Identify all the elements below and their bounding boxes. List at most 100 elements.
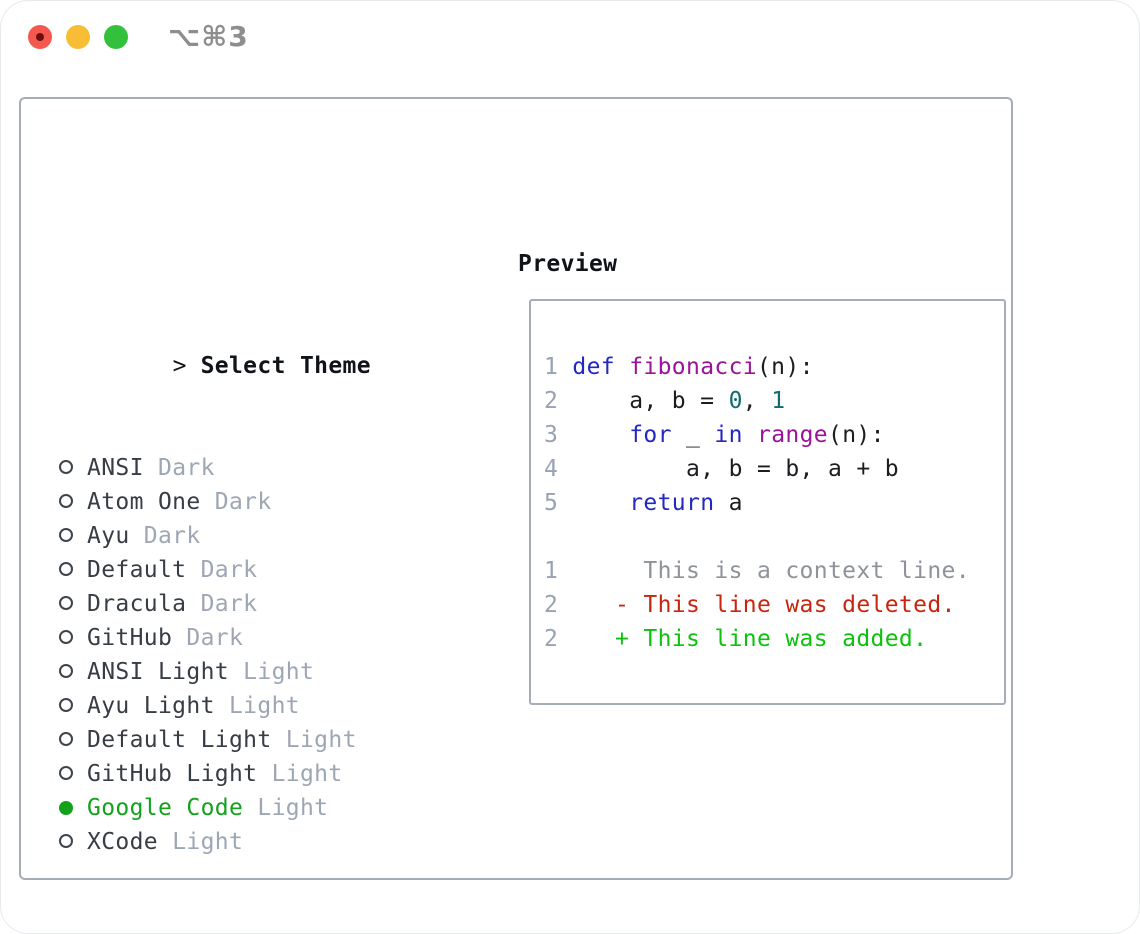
theme-name: Default [87, 557, 187, 583]
radio-dot [59, 766, 73, 780]
code-token: 0 [728, 388, 743, 414]
radio-selected-icon [59, 791, 87, 825]
radio-icon [59, 485, 87, 519]
radio-dot [59, 834, 73, 848]
line-number: 2 [544, 388, 573, 414]
diff-text: This is a context line. [558, 558, 970, 584]
minimize-button[interactable] [66, 25, 90, 49]
radio-dot [59, 630, 73, 644]
select-theme-header: >Select Theme [59, 315, 479, 379]
radio-dot [59, 494, 73, 508]
theme-variant: Dark [186, 591, 258, 617]
theme-name: GitHub [87, 625, 173, 651]
diff-line-context: 1 This is a context line. [544, 554, 1004, 588]
theme-variant: Dark [172, 625, 244, 651]
theme-variant: Dark [143, 455, 215, 481]
code-token: a [714, 490, 743, 516]
radio-dot [59, 460, 73, 474]
radio-dot [59, 562, 73, 576]
theme-option-ayu[interactable]: Ayu Dark [59, 519, 479, 553]
code-token [572, 422, 629, 448]
theme-option-google-code[interactable]: Google Code Light [59, 791, 479, 825]
code-token: def [572, 354, 615, 380]
theme-option-default-light[interactable]: Default Light Light [59, 723, 479, 757]
theme-variant: Light [228, 659, 315, 685]
titlebar: ⌥⌘3 [0, 0, 1140, 74]
zoom-button[interactable] [104, 25, 128, 49]
radio-dot [59, 698, 73, 712]
theme-variant: Light [214, 693, 300, 719]
preview-title: Preview [518, 251, 618, 277]
radio-icon [59, 519, 87, 553]
theme-variant: Light [257, 761, 343, 787]
theme-name: Google Code [87, 795, 244, 821]
code-token [743, 422, 757, 448]
code-token: (n): [828, 422, 885, 448]
theme-option-ayu-light[interactable]: Ayu Light Light [59, 689, 479, 723]
blank-line [544, 520, 1004, 554]
line-number: 1 [544, 354, 573, 380]
line-number: 3 [544, 422, 573, 448]
line-number: 2 [544, 592, 559, 618]
close-dot-icon [36, 33, 44, 41]
code-token [615, 354, 629, 380]
line-number: 1 [544, 558, 559, 584]
code-token: , [742, 388, 772, 414]
line-number: 5 [544, 490, 573, 516]
window-shortcut-label: ⌥⌘3 [168, 20, 249, 53]
theme-option-default[interactable]: Default Dark [59, 553, 479, 587]
code-token: (n): [756, 354, 814, 380]
theme-option-github-light[interactable]: GitHub Light Light [59, 757, 479, 791]
diff-line-added: 2 + This line was added. [544, 622, 1004, 656]
radio-icon [59, 553, 87, 587]
radio-icon [59, 723, 87, 757]
code-line: 5 return a [544, 486, 1004, 520]
theme-name: XCode [87, 829, 158, 855]
theme-name: ANSI Light [87, 659, 229, 685]
theme-name: Atom One [87, 489, 201, 515]
theme-option-dracula[interactable]: Dracula Dark [59, 587, 479, 621]
theme-option-xcode[interactable]: XCode Light [59, 825, 479, 859]
theme-option-atom-one[interactable]: Atom One Dark [59, 485, 479, 519]
line-number: 2 [544, 626, 559, 652]
code-line: 1 def fibonacci(n): [544, 350, 1004, 384]
code-token: a, b = b, a + b [572, 456, 899, 482]
radio-dot [59, 732, 73, 746]
close-button[interactable] [28, 25, 52, 49]
theme-name: GitHub Light [87, 761, 258, 787]
theme-name: ANSI [87, 455, 144, 481]
radio-dot [59, 596, 73, 610]
code-token [572, 490, 629, 516]
radio-icon [59, 451, 87, 485]
code-token: for [629, 422, 672, 448]
theme-name: Ayu Light [87, 693, 215, 719]
code-token: return [629, 490, 715, 516]
diff-text: + This line was added. [558, 626, 928, 652]
radio-icon [59, 621, 87, 655]
diff-line-deleted: 2 - This line was deleted. [544, 588, 1004, 622]
code-token: fibonacci [629, 354, 757, 380]
code-line: 3 for _ in range(n): [544, 418, 1004, 452]
theme-option-ansi-light[interactable]: ANSI Light Light [59, 655, 479, 689]
code-token: _ [671, 422, 715, 448]
theme-variant: Dark [200, 489, 272, 515]
radio-dot [59, 801, 73, 815]
radio-icon [59, 757, 87, 791]
theme-name: Default Light [87, 727, 272, 753]
radio-dot [59, 528, 73, 542]
theme-variant: Light [271, 727, 357, 753]
radio-icon [59, 587, 87, 621]
code-line: 4 a, b = b, a + b [544, 452, 1004, 486]
code-token: in [714, 422, 743, 448]
theme-variant: Dark [129, 523, 201, 549]
theme-variant: Light [243, 795, 329, 821]
select-theme-title: Select Theme [200, 353, 371, 379]
code-token: range [757, 422, 828, 448]
theme-option-ansi[interactable]: ANSI Dark [59, 451, 479, 485]
theme-option-github[interactable]: GitHub Dark [59, 621, 479, 655]
